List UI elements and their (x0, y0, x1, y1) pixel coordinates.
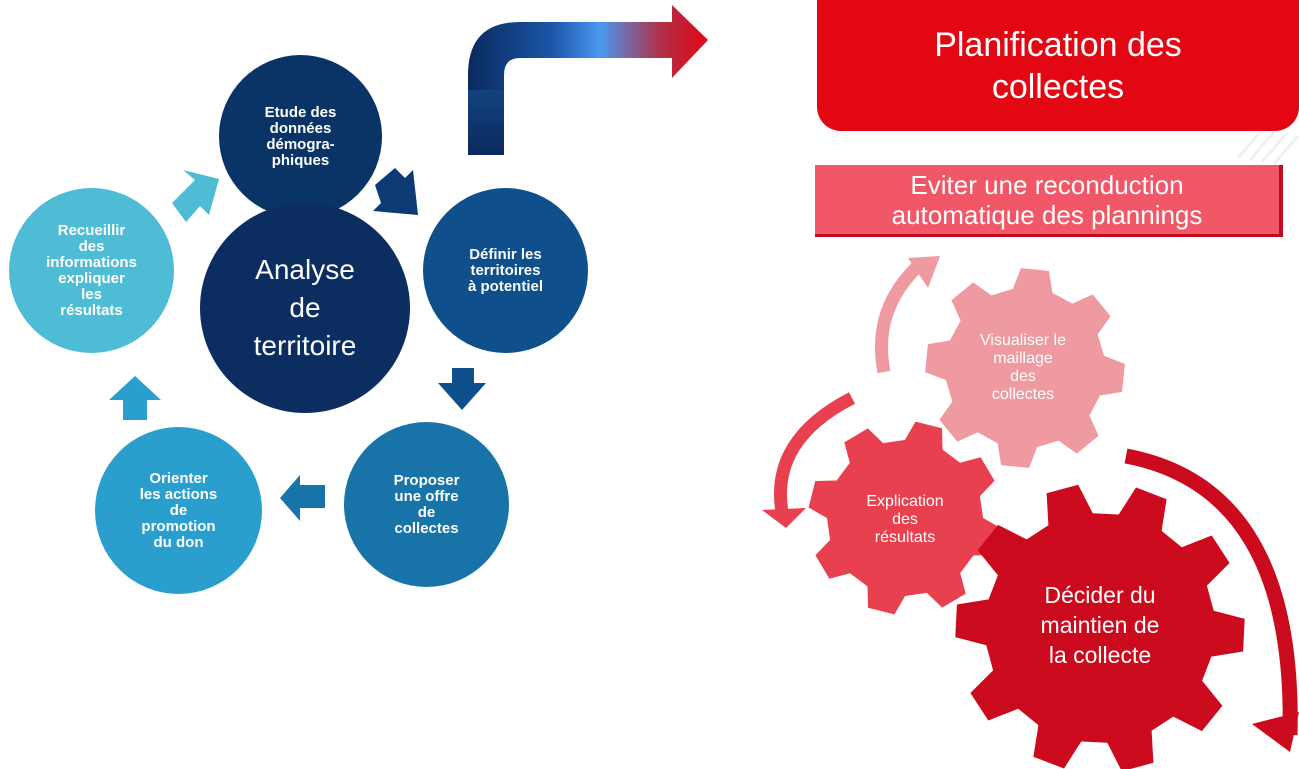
gear-explication (808, 421, 1002, 615)
gear-decider (955, 484, 1245, 769)
gear-explication-text: Explication des résultats (866, 493, 944, 546)
cycle-step-orienter: Orienter les actions de promotion du don (95, 427, 262, 594)
gear-group (808, 268, 1245, 769)
cycle-center-label: Analyse de territoire (253, 254, 357, 361)
gear-curve-arrow-right (1124, 448, 1299, 752)
planning-title-banner: Planification des collectes (817, 0, 1299, 131)
gear-label-explication: Explication des résultats (830, 480, 980, 560)
cycle-step-recueillir: Recueillir des informations expliquer le… (9, 188, 174, 353)
cycle-step-proposer-label: Proposer une offre de collectes (393, 471, 460, 537)
transition-arrow (468, 5, 708, 155)
cycle-step-etude-label: Etude des données démogra- phiques (264, 103, 337, 169)
gear-visualiser-text: Visualiser le maillage des collectes (980, 332, 1066, 403)
planning-subtitle-banner: Eviter une reconduction automatique des … (815, 165, 1283, 237)
gear-label-decider: Décider du maintien de la collecte (1025, 575, 1175, 675)
gear-visualiser (925, 268, 1125, 468)
gear-decider-text: Décider du maintien de la collecte (1040, 582, 1160, 668)
decorative-stripes (1236, 129, 1299, 165)
gear-curve-arrow-top (875, 256, 940, 374)
cycle-center: Analyse de territoire (200, 203, 410, 413)
cycle-step-etude: Etude des données démogra- phiques (219, 55, 382, 218)
cycle-arrow-4 (109, 376, 161, 420)
cycle-step-definir-label: Définir les territoires à potentiel (467, 245, 543, 295)
cycle-step-definir: Définir les territoires à potentiel (423, 188, 588, 353)
cycle-arrow-2 (438, 368, 486, 410)
gear-label-visualiser: Visualiser le maillage des collectes (948, 318, 1098, 418)
gear-curve-arrow-left (762, 392, 855, 528)
planning-subtitle: Eviter une reconduction automatique des … (891, 169, 1203, 230)
cycle-arrow-5 (172, 170, 219, 222)
cycle-arrow-3 (280, 475, 325, 521)
cycle-step-orienter-label: Orienter les actions de promotion du don (139, 469, 218, 551)
planning-title: Planification des collectes (934, 25, 1182, 106)
cycle-step-proposer: Proposer une offre de collectes (344, 422, 509, 587)
cycle-step-recueillir-label: Recueillir des informations expliquer le… (46, 221, 137, 319)
cycle-arrow-1 (373, 168, 418, 215)
